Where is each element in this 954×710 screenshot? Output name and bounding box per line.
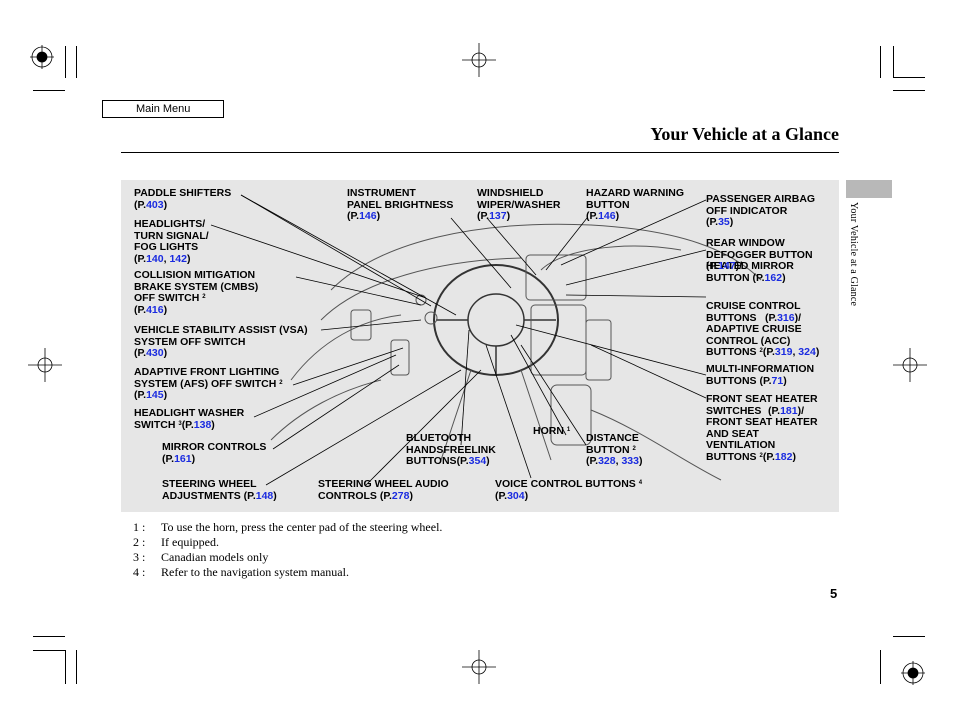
page-link[interactable]: 147 <box>718 260 736 272</box>
crop-mark <box>893 636 925 637</box>
page-link[interactable]: 146 <box>359 210 377 222</box>
page-title: Your Vehicle at a Glance <box>650 124 839 144</box>
footnote: 3 :Canadian models only <box>133 550 269 564</box>
footnote: 4 :Refer to the navigation system manual… <box>133 565 349 579</box>
crop-mark <box>76 46 77 78</box>
label-afs-switch: ADAPTIVE FRONT LIGHTING SYSTEM (AFS) OFF… <box>134 366 283 401</box>
title-divider <box>121 152 839 153</box>
section-tab[interactable] <box>846 180 892 198</box>
page-link[interactable]: 181 <box>780 405 798 417</box>
page-link[interactable]: 319 <box>774 346 793 358</box>
crop-mark <box>880 46 881 78</box>
label-distance-button: DISTANCE BUTTON 2 (P.328, 333) <box>586 432 643 467</box>
label-hazard-button: HAZARD WARNING BUTTON (P.146) <box>586 187 684 222</box>
footnote: 2 :If equipped. <box>133 535 219 549</box>
page-link[interactable]: 328 <box>598 455 616 467</box>
label-bluetooth: BLUETOOTH HANDSFREELINK BUTTONS(P.354) <box>406 432 496 467</box>
label-defogger: REAR WINDOW DEFOGGER BUTTON HEATED MIRRO… <box>706 237 813 284</box>
page-link[interactable]: 333 <box>621 455 639 467</box>
crop-mark <box>893 77 925 78</box>
label-audio-controls: STEERING WHEEL AUDIO CONTROLS (P.278) <box>318 478 449 502</box>
page-link[interactable]: 71 <box>771 374 784 387</box>
page-link[interactable]: 316 <box>777 312 795 324</box>
page-link[interactable]: 354 <box>468 455 487 467</box>
crop-mark <box>880 650 881 684</box>
page-link[interactable]: 162 <box>764 271 783 284</box>
cruise-page-ref: (P.316)/ <box>765 312 802 324</box>
label-mirror-controls: MIRROR CONTROLS (P.161) <box>162 441 267 465</box>
page-link[interactable]: 142 <box>169 252 187 265</box>
crop-mark <box>893 46 894 78</box>
page-link[interactable]: 403 <box>146 198 164 211</box>
page-link[interactable]: 137 <box>489 210 507 222</box>
crop-mark <box>33 90 65 91</box>
seat-page-ref: (P.181)/ <box>768 405 805 417</box>
page-link[interactable]: 35 <box>718 216 730 228</box>
page-link[interactable]: 146 <box>598 210 616 222</box>
page-link[interactable]: 278 <box>391 489 410 502</box>
label-windshield-wiper: WINDSHIELD WIPER/WASHER (P.137) <box>477 187 561 222</box>
crop-mark <box>65 46 66 78</box>
crop-mark <box>33 636 65 637</box>
page-link[interactable]: 304 <box>507 489 525 502</box>
label-paddle-shifters: PADDLE SHIFTERS (P.403) <box>134 187 232 211</box>
dashboard-illustration <box>210 194 762 486</box>
label-voice-control: VOICE CONTROL BUTTONS 4 (P.304) <box>495 478 643 502</box>
page-link[interactable]: 430 <box>146 347 164 359</box>
crop-mark <box>893 90 925 91</box>
label-headlights: HEADLIGHTS/ TURN SIGNAL/ FOG LIGHTS (P.1… <box>134 218 209 265</box>
section-tab-label: Your Vehicle at a Glance <box>848 202 859 307</box>
page-link[interactable]: 140 <box>146 252 164 265</box>
page-link[interactable]: 138 <box>193 418 212 431</box>
page-link[interactable]: 182 <box>774 450 793 463</box>
label-horn: HORN 1 <box>533 425 571 437</box>
page-link[interactable]: 324 <box>798 346 816 358</box>
crop-mark <box>33 650 65 651</box>
main-menu-button[interactable]: Main Menu <box>102 100 224 118</box>
label-multi-information: MULTI-INFORMATION BUTTONS (P.71) <box>706 363 815 387</box>
label-seat-heater: FRONT SEAT HEATER SWITCHES FRONT SEAT HE… <box>706 393 818 463</box>
page-link[interactable]: 161 <box>174 452 192 465</box>
crop-mark <box>65 650 66 684</box>
label-headlight-washer: HEADLIGHT WASHER SWITCH 3(P.138) <box>134 407 245 431</box>
label-cruise-control: CRUISE CONTROL BUTTONS ADAPTIVE CRUISE C… <box>706 300 820 358</box>
label-vsa-switch: VEHICLE STABILITY ASSIST (VSA) SYSTEM OF… <box>134 324 308 359</box>
page-number: 5 <box>830 586 838 601</box>
crop-mark <box>76 650 77 684</box>
page-link[interactable]: 145 <box>146 389 164 401</box>
footnotes: 1 :To use the horn, press the center pad… <box>133 520 442 580</box>
defogger-page-ref: (P.147)/ <box>706 260 743 272</box>
label-instrument-brightness: INSTRUMENT PANEL BRIGHTNESS (P.146) <box>347 187 454 222</box>
label-cmbs-switch: COLLISION MITIGATION BRAKE SYSTEM (CMBS)… <box>134 269 259 316</box>
label-steering-adjustments: STEERING WHEEL ADJUSTMENTS (P.148) <box>162 478 277 502</box>
page-link[interactable]: 148 <box>255 489 274 502</box>
label-airbag-indicator: PASSENGER AIRBAG OFF INDICATOR (P.35) <box>706 193 816 228</box>
page-link[interactable]: 416 <box>146 303 164 316</box>
footnote: 1 :To use the horn, press the center pad… <box>133 520 443 534</box>
